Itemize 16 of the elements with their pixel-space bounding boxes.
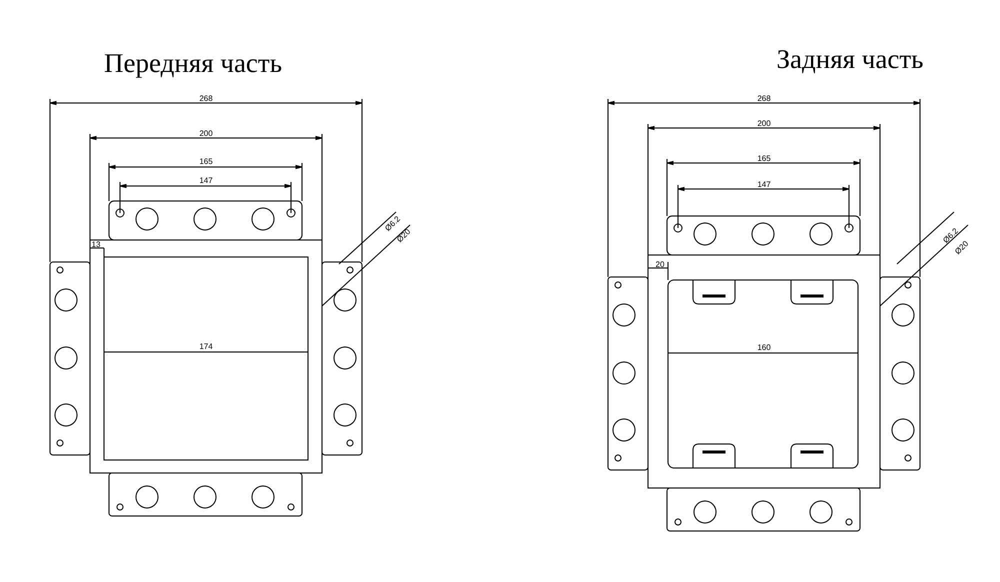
dimension-label: 160 — [757, 344, 771, 352]
diameter-label: Ø20 — [954, 240, 970, 256]
dimension-label: 165 — [199, 158, 213, 166]
dimension-label: 20 — [656, 261, 664, 269]
dimension-label: 13 — [92, 241, 100, 249]
dimension-label: 147 — [199, 177, 213, 185]
dimension-label: 165 — [757, 155, 771, 163]
view-title: Задняя часть — [776, 46, 924, 73]
diameter-label: Ø20 — [396, 228, 412, 244]
dimension-label: 268 — [199, 95, 213, 103]
dimension-label: 200 — [757, 120, 771, 128]
dimension-label: 174 — [199, 343, 213, 351]
dimension-label: 268 — [757, 95, 771, 103]
dimension-label: 147 — [757, 181, 771, 189]
dimension-label: 200 — [199, 130, 213, 138]
view-title: Передняя часть — [104, 50, 282, 77]
